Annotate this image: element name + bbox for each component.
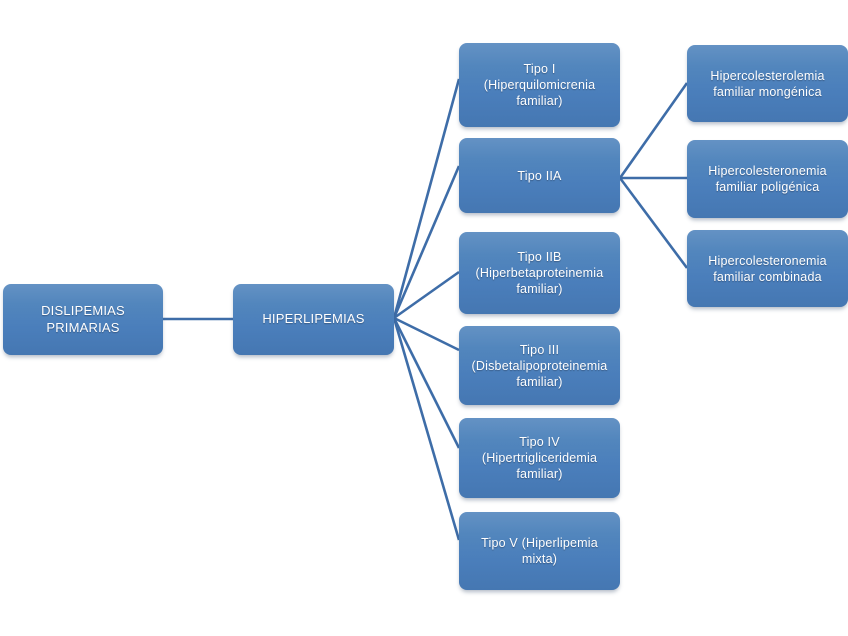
node-hipercolesteronemia-familiar-poligenica[interactable]: Hipercolesteronemia familiar poligénica: [687, 140, 848, 218]
node-label: Tipo I (Hiperquilomicrenia familiar): [483, 62, 596, 108]
node-label: Tipo III (Disbetalipoproteinemia familia…: [471, 342, 608, 389]
edge-hiperlipemias-to-tipo-iii: [393, 316, 460, 352]
node-label: HIPERLIPEMIAS: [262, 311, 365, 327]
node-label: Tipo IV (Hipertrigliceridemia familiar): [481, 435, 598, 481]
node-label: Hipercolesteronemia familiar combinada: [708, 253, 827, 284]
node-label: Tipo IIA: [517, 168, 562, 183]
node-hipercolesterolemia-familiar-monogenica[interactable]: Hipercolesterolemia familiar mongénica: [687, 45, 848, 122]
node-tipo-iib[interactable]: Tipo IIB (Hiperbetaproteinemia familiar): [459, 232, 620, 314]
edge-tipo-iia-to-monogenica: [618, 82, 689, 179]
node-hiperlipemias[interactable]: HIPERLIPEMIAS: [233, 284, 394, 355]
edge-hiperlipemias-to-tipo-iib: [393, 270, 460, 320]
node-tipo-v[interactable]: Tipo V (Hiperlipemia mixta): [459, 512, 620, 590]
node-label: Tipo V (Hiperlipemia mixta): [481, 536, 598, 566]
node-tipo-iii[interactable]: Tipo III (Disbetalipoproteinemia familia…: [459, 326, 620, 405]
node-label: Hipercolesterolemia familiar mongénica: [710, 68, 825, 99]
node-label: Hipercolesteronemia familiar poligénica: [708, 164, 827, 194]
node-hipercolesteronemia-familiar-combinada[interactable]: Hipercolesteronemia familiar combinada: [687, 230, 848, 307]
edge-hiperlipemias-to-tipo-v: [392, 317, 461, 541]
node-dislipemias-primarias[interactable]: DISLIPEMIAS PRIMARIAS: [3, 284, 163, 355]
node-label: DISLIPEMIAS PRIMARIAS: [41, 302, 125, 335]
edge-hiperlipemias-to-tipo-i: [392, 78, 461, 319]
edge-tipo-iia-to-combinada: [618, 177, 689, 269]
node-tipo-iv[interactable]: Tipo IV (Hipertrigliceridemia familiar): [459, 418, 620, 498]
node-tipo-iia[interactable]: Tipo IIA: [459, 138, 620, 213]
node-label: Tipo IIB (Hiperbetaproteinemia familiar): [475, 250, 604, 296]
edge-hiperlipemias-to-tipo-iia: [392, 165, 461, 319]
node-tipo-i[interactable]: Tipo I (Hiperquilomicrenia familiar): [459, 43, 620, 127]
edge-hiperlipemias-to-tipo-iv: [392, 317, 461, 449]
